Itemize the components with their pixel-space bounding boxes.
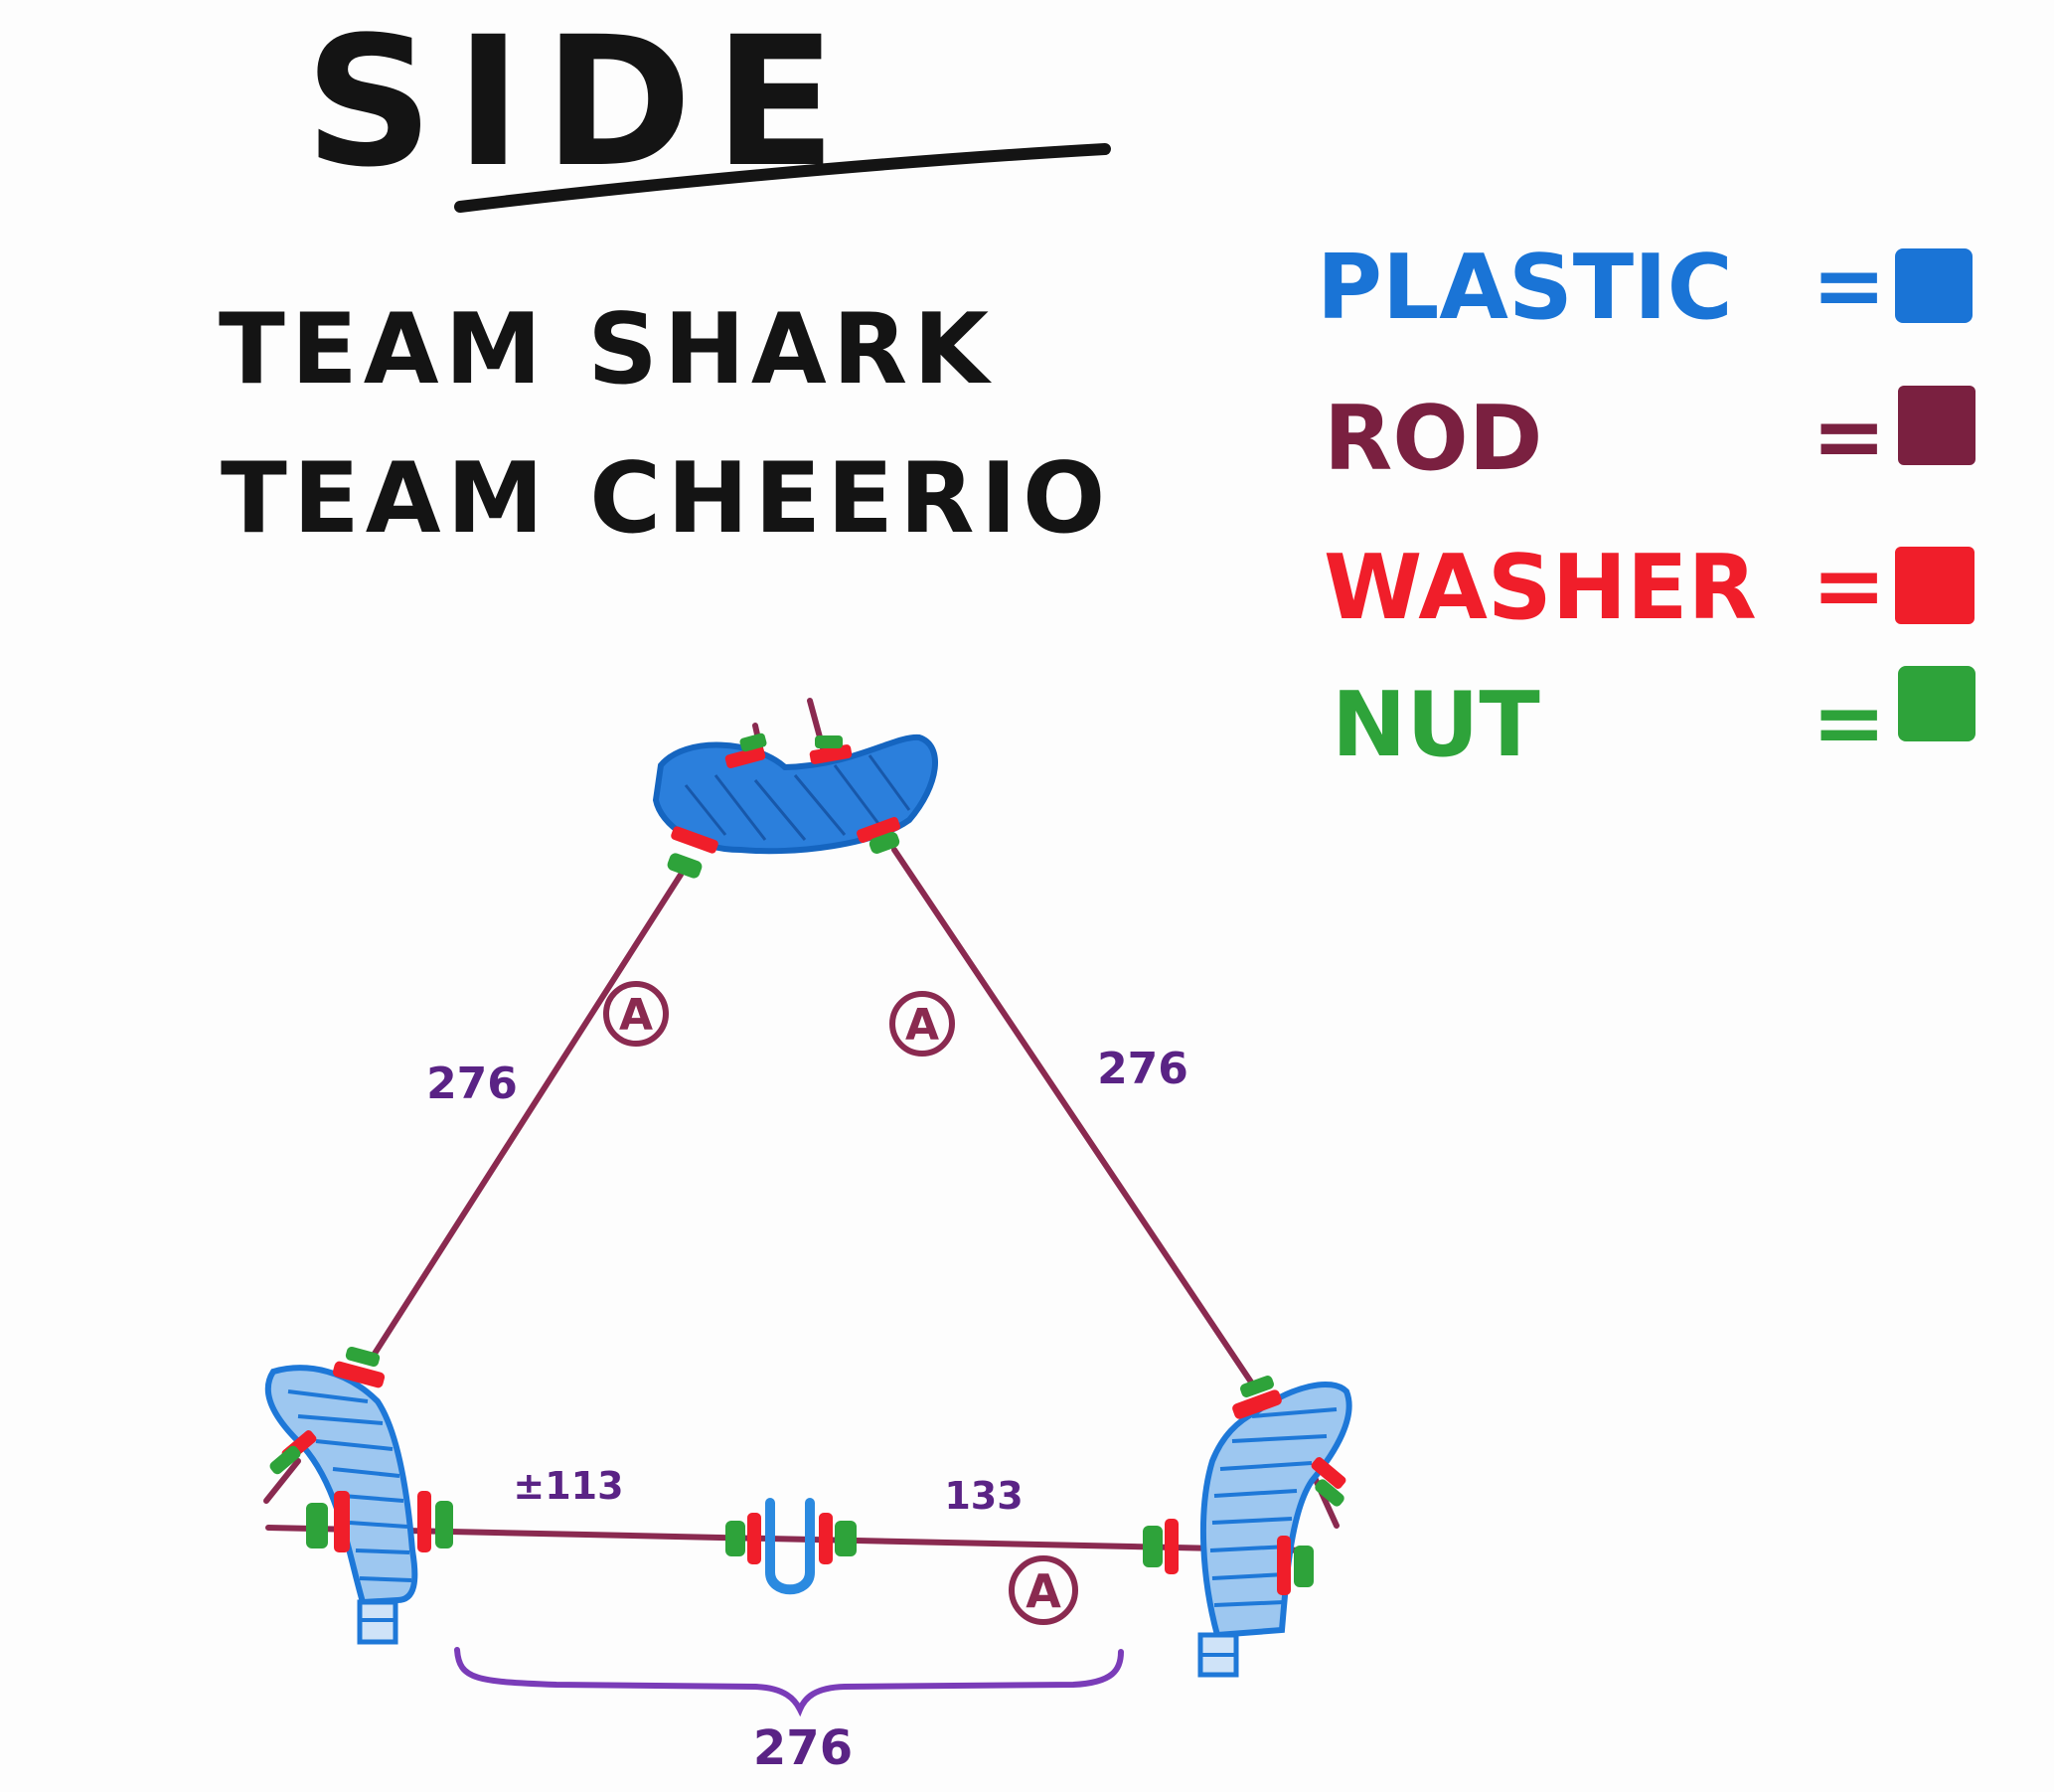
rod-left (370, 872, 684, 1360)
dimension-brace (454, 1647, 1124, 1717)
washer (747, 1513, 761, 1564)
nut (306, 1503, 328, 1548)
legend-equals: = (1812, 534, 1886, 638)
washer (334, 1491, 350, 1552)
nut (435, 1501, 453, 1548)
team-name-cheerio: TEAM CHEERIO (221, 442, 1111, 556)
rod-marker-right-label: A (905, 1000, 939, 1051)
legend-label-nut: NUT (1332, 673, 1540, 777)
measurement-right-rod: 276 (1097, 1044, 1188, 1094)
legend-swatch-plastic (1895, 248, 1973, 323)
washer (809, 744, 853, 764)
legend-item-nut: NUT = (1332, 666, 1975, 777)
rod-marker-bottom: A (1009, 1555, 1078, 1625)
washer (671, 826, 718, 854)
rod-marker-left-label: A (619, 990, 653, 1041)
rod-right (891, 847, 1257, 1389)
rod-marker-bottom-label: A (1026, 1564, 1061, 1618)
washer (332, 1361, 386, 1388)
nut (835, 1521, 857, 1556)
nut (345, 1346, 381, 1368)
measurement-bottom-total: 276 (753, 1720, 853, 1776)
legend-equals: = (1812, 671, 1886, 775)
fasteners (269, 733, 1346, 1595)
nut (1315, 1479, 1344, 1507)
legend-equals: = (1812, 385, 1886, 489)
measurement-left-rod: 276 (426, 1059, 518, 1109)
rod-marker-right: A (889, 991, 955, 1057)
legend-swatch-washer (1895, 547, 1975, 624)
measurement-bottom-right: 133 (944, 1474, 1023, 1518)
plastic-block-top (652, 733, 938, 855)
legend-item-washer: WASHER = (1324, 534, 1975, 640)
nut (739, 733, 767, 752)
legend-item-rod: ROD = (1324, 385, 1975, 491)
washer (417, 1491, 431, 1552)
nut (869, 832, 900, 854)
legend-item-plastic: PLASTIC = (1317, 234, 1973, 340)
team-name-shark: TEAM SHARK (219, 293, 995, 407)
washer (857, 817, 900, 843)
legend-swatch-rod (1898, 386, 1975, 465)
measurement-bottom-left: ±113 (513, 1464, 623, 1508)
washer (1165, 1519, 1179, 1574)
rod-stub-left (263, 1458, 301, 1504)
nut (269, 1445, 301, 1475)
nut (1294, 1546, 1314, 1587)
legend-label-washer: WASHER (1324, 536, 1757, 640)
washer (1277, 1536, 1291, 1595)
legend-label-rod: ROD (1324, 387, 1543, 491)
washer (724, 745, 766, 769)
rod-marker-left: A (603, 981, 669, 1047)
legend-label-plastic: PLASTIC (1317, 236, 1733, 340)
nut (667, 853, 703, 879)
title-underline (454, 143, 1111, 213)
u-bracket (765, 1498, 815, 1595)
washer (1311, 1457, 1346, 1489)
nut (1143, 1526, 1163, 1567)
nut (815, 735, 843, 748)
nut (725, 1521, 745, 1556)
legend-swatch-nut (1898, 666, 1975, 741)
washer (819, 1513, 833, 1564)
plastic-block-right (1197, 1382, 1352, 1678)
legend-equals: = (1812, 234, 1886, 338)
legend: PLASTIC = ROD = WASHER = NUT = (1317, 234, 1975, 777)
nut (1240, 1376, 1274, 1397)
washer (1232, 1389, 1282, 1419)
